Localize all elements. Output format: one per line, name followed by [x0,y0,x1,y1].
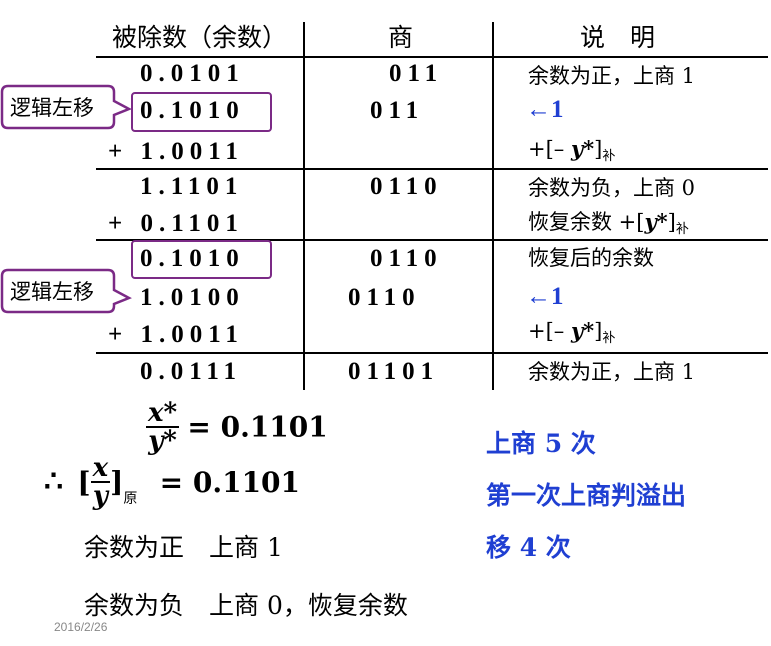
fraction-numerator: x* [146,398,180,428]
quotient-cell: 011 [370,97,425,124]
shift-left-arrow: ←1 [526,96,564,124]
explain-variable: y* [570,136,595,161]
result-formula-1: x* y* = 0.1101 [146,400,328,454]
explain-cell: 恢复后的余数 [528,246,654,270]
bracket-close: ] [110,465,124,499]
dividend-cell: 0.0101 [140,60,245,87]
explain-subscript: 补 [602,149,616,164]
highlight-box [131,240,272,279]
note-positive-remainder: 余数为正 上商 1 [84,533,283,562]
highlight-box [131,92,272,132]
fraction-denominator: y [92,481,108,511]
explain-suffix: ] [667,210,676,234]
quotient-cell: 0110 [370,245,443,272]
header-rule [96,56,768,58]
explain-variable: y* [570,318,595,343]
explain-suffix: ] [594,319,603,343]
bracket-open: [ [77,465,91,499]
note-overflow-check: 第一次上商判溢出 [486,481,687,510]
quotient-cell: 011 [389,60,444,87]
shift-amount: 1 [551,283,564,310]
explain-prefix: +[– [528,137,571,161]
callout-bubble [0,268,132,314]
note-negative-remainder: 余数为负 上商 0，恢复余数 [84,591,408,620]
callout-bubble [0,84,132,130]
therefore-symbol: ∴ [44,464,64,500]
column-divider-1 [303,22,305,390]
row-rule-3 [96,352,768,354]
dividend-cell: 1.0100 [140,284,245,311]
row-rule-1 [96,168,768,170]
explain-prefix: 恢复余数 +[ [528,210,645,234]
explain-cell: 余数为负，上商 0 [528,176,696,200]
explain-cell: 恢复余数 +[y*]补 [528,206,689,237]
dividend-cell: 0.1010 [140,97,245,124]
fraction-x-star-over-y-star: x* y* [146,398,180,456]
fraction-denominator: y* [148,426,177,456]
original-code-subscript: 原 [123,491,138,507]
dividend-cell: 1.1101 [140,173,244,200]
header-dividend: 被除数（余数） [112,23,288,52]
result-value: = 0.1101 [187,410,328,444]
column-divider-2 [492,22,494,390]
quotient-cell: 01101 [348,358,440,385]
explain-variable: y* [644,209,668,234]
dividend-cell: + 1.0011 [108,321,244,348]
header-explain: 说 明 [580,23,656,52]
callout-label: 逻辑左移 [10,280,94,304]
dividend-cell: 0.0111 [140,358,242,385]
explain-cell: 余数为正，上商 1 [528,360,696,384]
dividend-cell: + 1.0011 [108,138,244,165]
explain-cell: +[– y*]补 [528,318,615,346]
header-quotient: 商 [388,23,414,52]
note-quotient-count: 上商 5 次 [486,429,596,458]
explain-suffix: ] [594,137,603,161]
shift-left-arrow: ←1 [526,283,564,311]
note-shift-count: 移 4 次 [486,533,571,562]
dividend-cell: + 0.1101 [108,210,244,237]
row-rule-2 [96,239,768,241]
fraction-numerator: x [90,453,111,483]
dividend-cell: 0.1010 [140,245,245,272]
explain-cell: +[– y*]补 [528,136,615,164]
shift-amount: 1 [551,96,564,123]
result-value: = 0.1101 [159,465,301,499]
explain-subscript: 补 [675,222,689,237]
fraction-x-over-y: x y [90,453,111,511]
left-arrow-icon: ← [526,96,551,123]
explain-cell: 余数为正，上商 1 [528,64,696,88]
quotient-cell: 0110 [348,284,421,311]
footer-date: 2016/2/26 [54,620,108,634]
quotient-cell: 0110 [370,173,443,200]
left-arrow-icon: ← [526,283,551,310]
callout-label: 逻辑左移 [10,96,94,120]
result-formula-2: ∴ [ x y ]原 = 0.1101 [44,455,300,509]
explain-subscript: 补 [602,331,616,346]
explain-prefix: +[– [528,319,571,343]
